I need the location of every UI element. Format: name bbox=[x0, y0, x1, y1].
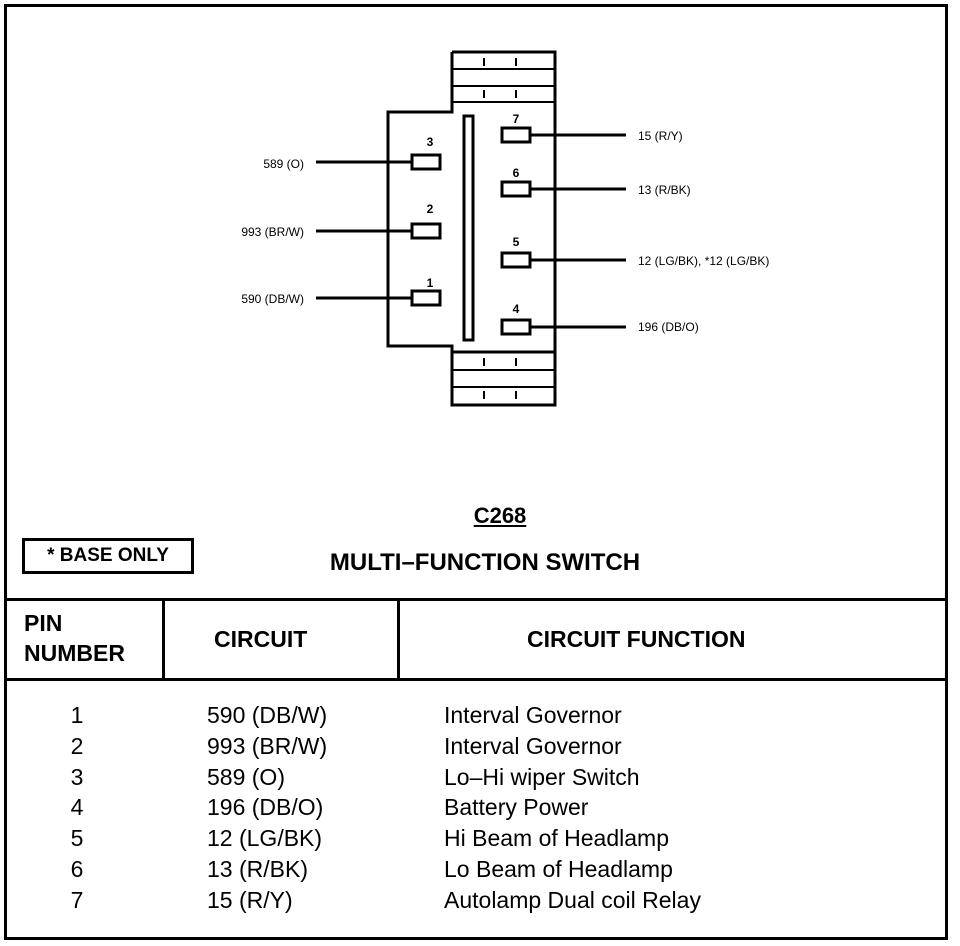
table-cell-pin: 4 bbox=[70, 794, 84, 821]
table-cell-function: Lo–Hi wiper Switch bbox=[444, 763, 640, 790]
pin-7: 7 15 (R/Y) bbox=[500, 112, 683, 144]
table-cell-function: Interval Governor bbox=[444, 732, 622, 759]
pin-2-label: 2 bbox=[427, 202, 434, 216]
connector-id: C268 bbox=[473, 503, 527, 528]
table-cell-circuit: 13 (R/BK) bbox=[207, 855, 308, 882]
table-divider-2 bbox=[397, 598, 400, 680]
pin-1-wire: 590 (DB/W) bbox=[241, 292, 304, 306]
connector-name: MULTI–FUNCTION SWITCH bbox=[329, 549, 641, 576]
page-frame bbox=[4, 4, 948, 940]
table-cell-circuit: 196 (DB/O) bbox=[207, 794, 324, 821]
table-cell-pin: 6 bbox=[70, 855, 84, 882]
pin-2-wire: 993 (BR/W) bbox=[241, 225, 304, 239]
pin-5-wire: 12 (LG/BK), *12 (LG/BK) bbox=[638, 254, 769, 268]
table-cell-circuit: 12 (LG/BK) bbox=[207, 825, 323, 852]
pin-3-wire: 589 (O) bbox=[263, 157, 304, 171]
pin-4-label: 4 bbox=[513, 302, 520, 316]
connector-diagram: 3 589 (O) 2 993 (BR/W) 1 590 (DB/W) 7 15… bbox=[241, 50, 769, 407]
center-key-bar bbox=[462, 114, 475, 342]
table-cell-circuit: 590 (DB/W) bbox=[207, 702, 328, 728]
header-circuit-function: CIRCUIT FUNCTION bbox=[527, 626, 746, 652]
table-cell-pin: 1 bbox=[70, 702, 84, 728]
connector-latch-bottom bbox=[452, 358, 555, 399]
pin-4-wire: 196 (DB/O) bbox=[638, 320, 699, 334]
pin-1: 1 590 (DB/W) bbox=[241, 276, 442, 307]
pin-6-wire: 13 (R/BK) bbox=[638, 183, 691, 197]
pin-4: 4 196 (DB/O) bbox=[500, 302, 699, 336]
table-divider-1 bbox=[162, 598, 165, 680]
table-cell-circuit: 15 (R/Y) bbox=[207, 886, 293, 913]
table-cell-pin: 2 bbox=[70, 732, 84, 759]
table-cell-function: Lo Beam of Headlamp bbox=[444, 855, 673, 882]
table-cell-function: Hi Beam of Headlamp bbox=[444, 825, 669, 852]
pin-2: 2 993 (BR/W) bbox=[241, 202, 442, 240]
pin-6: 6 13 (R/BK) bbox=[500, 166, 691, 198]
table-header-rule bbox=[4, 678, 948, 681]
circuit-column: 590 (DB/W) 993 (BR/W) 589 (O) 196 (DB/O)… bbox=[207, 700, 327, 916]
pin-7-label: 7 bbox=[513, 112, 520, 126]
pin-5: 5 12 (LG/BK), *12 (LG/BK) bbox=[500, 235, 769, 269]
pin-6-label: 6 bbox=[513, 166, 520, 180]
table-cell-pin: 3 bbox=[70, 763, 84, 790]
pin-7-wire: 15 (R/Y) bbox=[638, 129, 683, 143]
table-cell-pin: 5 bbox=[70, 825, 84, 852]
table-cell-function: Interval Governor bbox=[444, 702, 622, 728]
table-top-rule bbox=[4, 598, 948, 601]
table-cell-pin: 7 bbox=[70, 886, 84, 913]
table-cell-function: Battery Power bbox=[444, 794, 589, 821]
pin-1-label: 1 bbox=[427, 276, 434, 290]
table-cell-circuit: 993 (BR/W) bbox=[207, 732, 328, 759]
base-only-note: * BASE ONLY bbox=[22, 538, 194, 574]
pin-5-label: 5 bbox=[513, 235, 520, 249]
connector-latch-top bbox=[452, 58, 555, 103]
pin-3: 3 589 (O) bbox=[263, 135, 442, 171]
header-circuit: CIRCUIT bbox=[214, 626, 308, 652]
header-pin-number: PIN NUMBER bbox=[24, 610, 125, 666]
table-cell-function: Autolamp Dual coil Relay bbox=[444, 886, 701, 913]
table-cell-circuit: 589 (O) bbox=[207, 763, 285, 790]
function-column: Interval Governor Interval Governor Lo–H… bbox=[444, 700, 701, 916]
pin-3-label: 3 bbox=[427, 135, 434, 149]
pin-column: 1 2 3 4 5 6 7 bbox=[62, 700, 92, 916]
